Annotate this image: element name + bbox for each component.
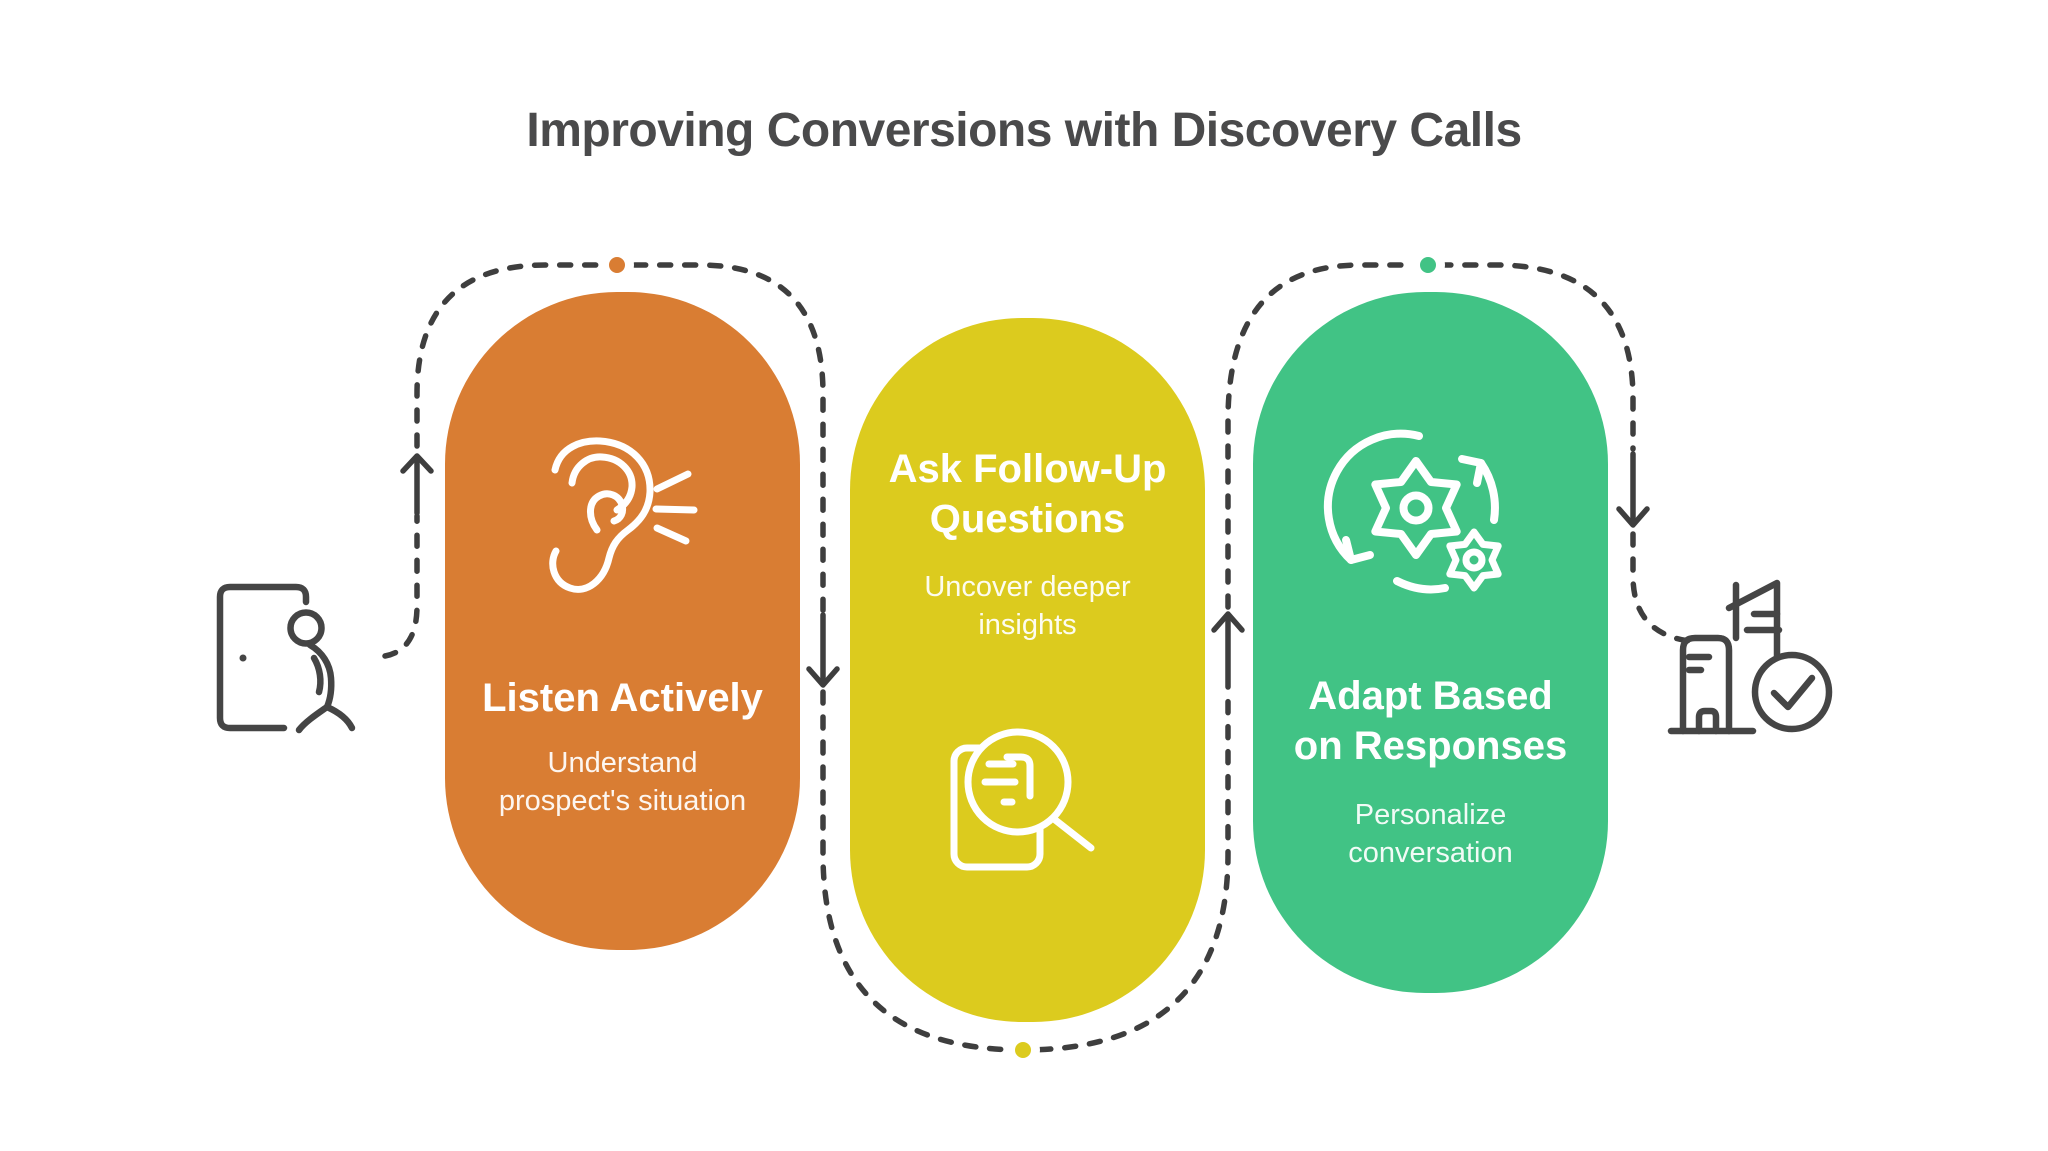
step-subtitle-line: prospect's situation	[498, 785, 747, 817]
step-title-line: Adapt Based	[1308, 674, 1553, 718]
check-circle	[1751, 651, 1833, 733]
step-card-ask-follow-up: Ask Follow-Up Questions Uncover deeper i…	[850, 318, 1205, 1022]
step-subtitle: Understand prospect's situation	[445, 744, 800, 820]
page-title: Improving Conversions with Discovery Cal…	[526, 104, 1522, 157]
step-dot-green	[1411, 248, 1445, 282]
person-exit-door-icon	[216, 583, 356, 734]
person-front-leg	[323, 703, 356, 732]
step-title: Listen Actively	[445, 673, 800, 723]
person-torso	[306, 641, 335, 711]
step-card-listen-actively: Listen Actively Understand prospect's si…	[445, 292, 800, 950]
door-knob	[239, 654, 247, 662]
step-title-line: Listen Actively	[482, 676, 763, 720]
step-dot-yellow	[1006, 1033, 1040, 1067]
person-back-leg	[295, 703, 331, 734]
arrow-up-icon	[400, 453, 434, 516]
tower2-roof	[1725, 579, 1781, 660]
arrow-down-icon	[806, 612, 840, 688]
step-title-line: on Responses	[1293, 724, 1568, 768]
step-subtitle-line: insights	[978, 609, 1077, 641]
step-subtitle: Uncover deeper insights	[850, 568, 1205, 644]
step-title: Adapt Based on Responses	[1253, 671, 1608, 771]
step-dot-orange	[600, 248, 634, 282]
step-title: Ask Follow-Up Questions	[850, 444, 1205, 544]
step-title-line: Questions	[929, 497, 1126, 541]
step-subtitle-line: Personalize	[1354, 799, 1507, 831]
step-card-adapt-responses: Adapt Based on Responses Personalize con…	[1253, 292, 1608, 993]
arrow-up-icon	[1211, 611, 1245, 690]
door-outline	[216, 583, 310, 732]
person-arm	[310, 654, 324, 696]
step-subtitle-line: Uncover deeper	[924, 571, 1131, 603]
step-subtitle-line: conversation	[1348, 837, 1513, 869]
tower	[1679, 634, 1733, 735]
tower-door	[1695, 707, 1720, 735]
step-title-line: Ask Follow-Up	[888, 447, 1167, 491]
person-head	[287, 609, 325, 647]
arrow-down-icon	[1616, 451, 1650, 528]
building-check-icon	[1667, 579, 1833, 735]
step-subtitle-line: Understand	[547, 747, 698, 779]
check-mark	[1770, 674, 1816, 711]
step-subtitle: Personalize conversation	[1253, 796, 1608, 872]
